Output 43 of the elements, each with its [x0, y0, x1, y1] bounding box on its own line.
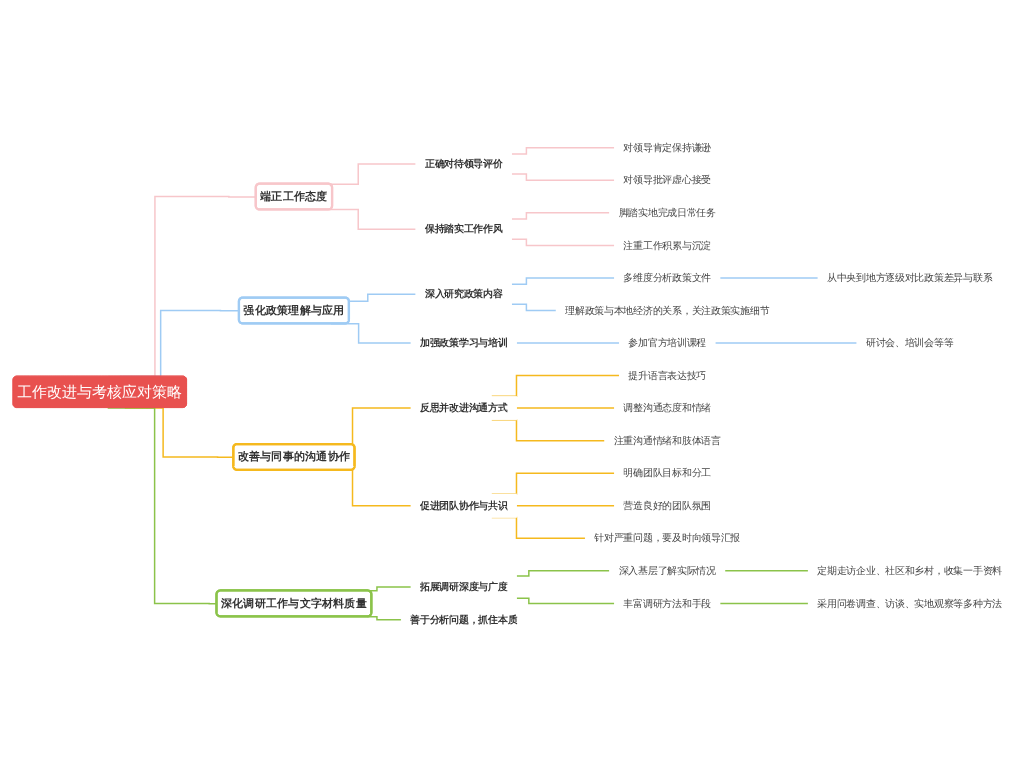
node-text: 丰富调研方法和手段	[623, 597, 711, 610]
connector	[515, 407, 616, 410]
connector	[515, 597, 616, 605]
node-text: 深入研究政策内容	[424, 288, 503, 300]
connector	[329, 209, 417, 231]
node-text: 针对严重问题，要及时向领导汇报	[594, 532, 741, 544]
node-text: 正确对待领导评价	[424, 158, 503, 170]
connector	[714, 342, 858, 345]
connector	[510, 212, 611, 221]
connector	[510, 173, 616, 182]
node-text: 多维度分析政策文件	[623, 272, 711, 284]
connector	[515, 570, 611, 578]
node-text: 拓展调研深度与广度	[419, 581, 508, 593]
node-text: 脚踏实地完成日常任务	[618, 207, 716, 219]
node-text: 提升语言表达技巧	[628, 370, 707, 382]
connector	[510, 303, 557, 312]
connector	[510, 277, 616, 286]
connector	[510, 147, 616, 155]
node-text: 注重工作积累与沉淀	[623, 239, 711, 252]
node-text: 加强政策学习与培训	[419, 337, 508, 349]
node-text: 对领导批评虚心接受	[623, 174, 711, 187]
node-text: 理解政策与本地经济的关系，关注政策实施细节	[565, 304, 770, 317]
connector	[515, 342, 621, 345]
node-text: 参加官方培训课程	[628, 337, 707, 349]
connector	[719, 602, 809, 605]
node-text: 保持踏实工作作风	[424, 223, 503, 235]
node-text: 调整沟通态度和情绪	[623, 402, 711, 414]
connector	[329, 163, 417, 186]
node-text: 善于分析问题，抓住本质	[410, 614, 518, 626]
connector	[719, 277, 819, 279]
node-text: 研讨会、培训会等等	[865, 337, 954, 349]
node-text: 深入基层了解实际情况	[618, 565, 716, 577]
node-text: 营造良好的团队氛围	[623, 500, 711, 512]
node-text: 从中央到地方逐级对比政策差异与联系	[826, 272, 993, 284]
node-text: 对领导肯定保持谦逊	[623, 142, 711, 154]
node-text: 采用问卷调查、访谈、实地观察等多种方法	[817, 597, 1003, 610]
connector	[510, 238, 616, 247]
node-text: 注重沟通情绪和肢体语言	[613, 435, 721, 447]
connector	[348, 293, 417, 303]
node-text: 明确团队目标和分工	[623, 467, 711, 479]
node-text: 定期走访企业、社区和乡村，收集一手资料	[817, 565, 1003, 577]
connector	[515, 505, 616, 507]
connector	[724, 570, 809, 572]
